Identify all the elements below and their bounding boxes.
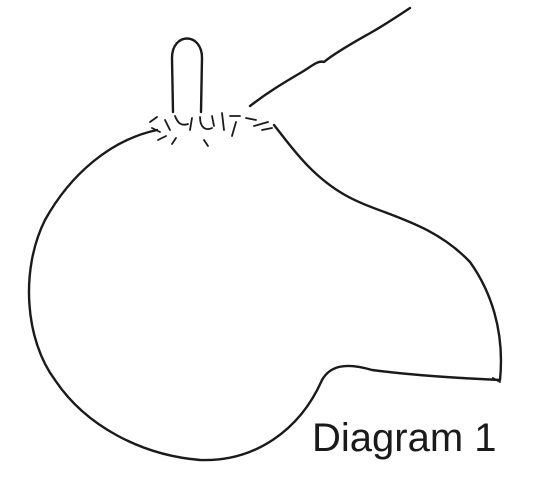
stem-outline [172, 39, 202, 113]
pouch-outline [29, 125, 501, 460]
diagram-caption: Diagram 1 [312, 418, 497, 458]
stitch-marks [150, 113, 272, 146]
pointer-line [250, 8, 410, 106]
